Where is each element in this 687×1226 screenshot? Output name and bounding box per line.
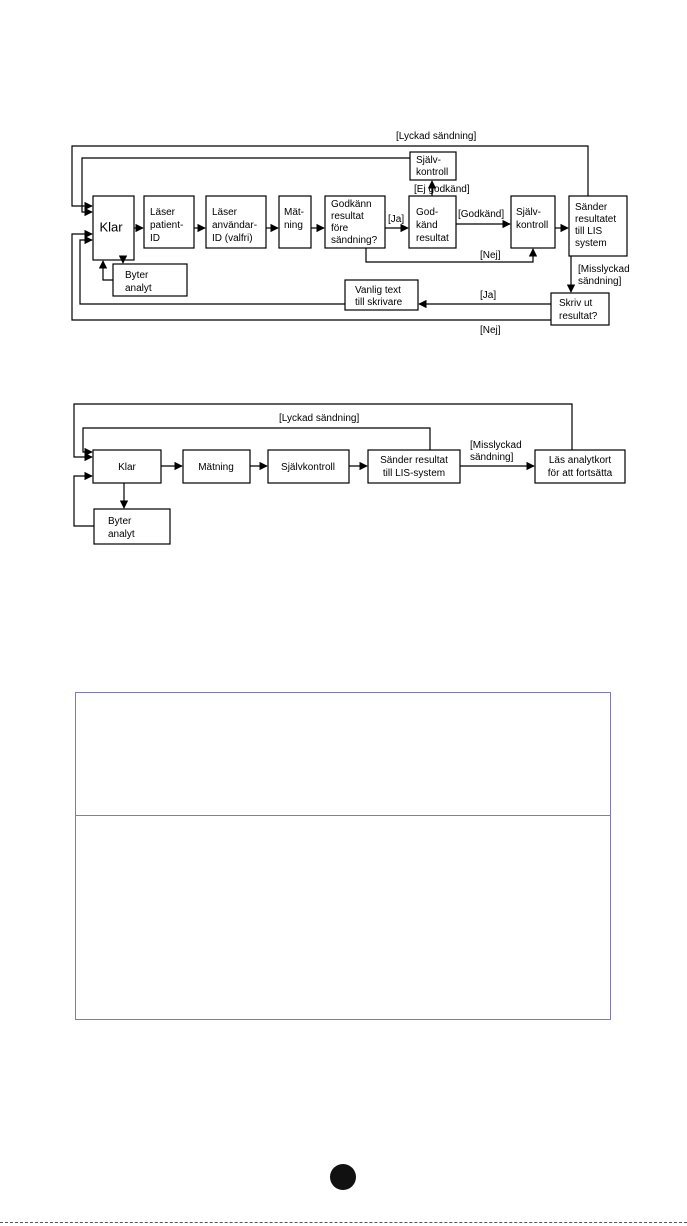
node-byter-analyt-2-line1: Byter — [108, 516, 132, 527]
label-misslyckad-2-line1: [Misslyckad — [470, 440, 522, 451]
node-laser-patient-id: Läser patient- ID — [143, 195, 195, 249]
node-sjalvkontroll-top-line2: kontroll — [416, 167, 448, 178]
node-klar: Klar — [92, 195, 135, 261]
label-misslyckad-line2: sändning] — [578, 276, 622, 287]
node-laser-anvandar-id-line1: Läser — [212, 207, 238, 218]
arrow-sjalvkontroll-back — [81, 157, 410, 217]
node-godkand-resultat-line2: känd — [416, 220, 438, 231]
node-godkand-resultat: God- känd resultat — [408, 195, 457, 249]
node-godkand-resultat-line3: resultat — [416, 233, 449, 244]
bottom-crop-rule — [0, 1222, 687, 1223]
node-godkand-resultat-line1: God- — [416, 207, 438, 218]
node-godkann-line4: sändning? — [331, 235, 378, 246]
label-ej-godkand: [Ej godkänd] — [414, 184, 470, 195]
node-byter-analyt-2: Byter analyt — [93, 508, 171, 545]
node-sander-2: Sänder resultat till LIS-system — [367, 449, 461, 484]
node-sjalvkontroll-2: Självkontroll — [267, 449, 350, 484]
node-sander-line1: Sänder — [575, 202, 608, 213]
flow-diagram-top: Klar Läser patient- ID Läser användar- I… — [71, 131, 630, 336]
node-sander-2-line2: till LIS-system — [383, 468, 445, 479]
arrow-lyckad-sandning — [71, 145, 589, 211]
node-laser-anvandar-id: Läser användar- ID (valfri) — [205, 195, 267, 249]
flow-diagram-bottom: Klar Mätning Självkontroll Sänder result… — [73, 403, 626, 545]
node-byter-analyt-line2: analyt — [125, 283, 152, 294]
node-sjalvkontroll-mid: Själv- kontroll — [510, 195, 556, 249]
node-laser-anvandar-id-line3: ID (valfri) — [212, 233, 253, 244]
arrow-lyckad-2 — [82, 427, 431, 457]
node-klar-2-label: Klar — [118, 462, 136, 473]
label-misslyckad-2-line2: sändning] — [470, 452, 514, 463]
node-sjalvkontroll-top-line1: Själv- — [416, 155, 441, 166]
node-las-analytkort-line2: för att fortsätta — [548, 468, 613, 479]
node-sjalvkontroll-mid-line1: Själv- — [516, 207, 541, 218]
node-byter-analyt-line1: Byter — [125, 270, 149, 281]
node-matning-2-label: Mätning — [198, 462, 234, 473]
node-byter-analyt: Byter analyt — [112, 263, 188, 297]
node-skriv-ut-line1: Skriv ut — [559, 298, 593, 309]
arrow-byter-to-klar-2 — [73, 471, 94, 527]
info-table-frame — [75, 692, 611, 1020]
node-sander-2-line1: Sänder resultat — [380, 455, 448, 466]
label-ja-1: [Ja] — [388, 214, 404, 225]
arrow-vanlig-back — [79, 235, 345, 305]
node-laser-patient-id-line2: patient- — [150, 220, 183, 231]
node-skriv-ut: Skriv ut resultat? — [550, 292, 610, 326]
node-godkann-line2: resultat — [331, 211, 364, 222]
arrow-skriv-nej — [71, 229, 551, 321]
node-vanlig-text-line1: Vanlig text — [355, 285, 401, 296]
node-klar-2: Klar — [92, 449, 162, 484]
arrow-byter-to-klar — [98, 260, 113, 281]
label-lyckad-2: [Lyckad sändning] — [279, 413, 359, 424]
node-sander-resultatet: Sänder resultatet till LIS system — [568, 195, 628, 257]
label-godkand: [Godkänd] — [458, 209, 504, 220]
node-klar-label: Klar — [99, 219, 123, 234]
label-lyckad-sandning: [Lyckad sändning] — [396, 131, 476, 142]
node-sander-line3: till LIS — [575, 226, 603, 237]
label-misslyckad-line1: [Misslyckad — [578, 264, 630, 275]
node-sjalvkontroll-2-label: Självkontroll — [281, 462, 335, 473]
node-vanlig-text-line2: till skrivare — [355, 297, 403, 308]
node-laser-anvandar-id-line2: användar- — [212, 220, 257, 231]
node-sjalvkontroll-top: Själv- kontroll — [409, 151, 457, 181]
arrow-las-back-2 — [73, 403, 573, 462]
node-sander-line4: system — [575, 238, 607, 249]
node-skriv-ut-line2: resultat? — [559, 311, 598, 322]
node-godkann-line1: Godkänn — [331, 199, 372, 210]
page-number-dot — [330, 1164, 356, 1190]
node-las-analytkort: Läs analytkort för att fortsätta — [534, 449, 626, 484]
node-matning-2: Mätning — [182, 449, 251, 484]
label-nej-2: [Nej] — [480, 325, 501, 336]
node-laser-patient-id-line3: ID — [150, 233, 160, 244]
info-table-divider — [76, 815, 610, 816]
label-ja-2: [Ja] — [480, 290, 496, 301]
node-sander-line2: resultatet — [575, 214, 616, 225]
node-godkann-resultat: Godkänn resultat före sändning? — [324, 195, 386, 249]
node-laser-patient-id-line1: Läser — [150, 207, 176, 218]
node-las-analytkort-line1: Läs analytkort — [549, 455, 611, 466]
node-sjalvkontroll-mid-line2: kontroll — [516, 220, 548, 231]
arrow-nej-bypass — [365, 248, 538, 263]
node-byter-analyt-2-line2: analyt — [108, 529, 135, 540]
node-matning-line2: ning — [284, 220, 303, 231]
label-nej-1: [Nej] — [480, 250, 501, 261]
node-vanlig-text: Vanlig text till skrivare — [344, 279, 419, 311]
node-godkann-line3: före — [331, 223, 349, 234]
node-matning-line1: Mät- — [284, 207, 304, 218]
node-matning: Mät- ning — [278, 195, 312, 249]
